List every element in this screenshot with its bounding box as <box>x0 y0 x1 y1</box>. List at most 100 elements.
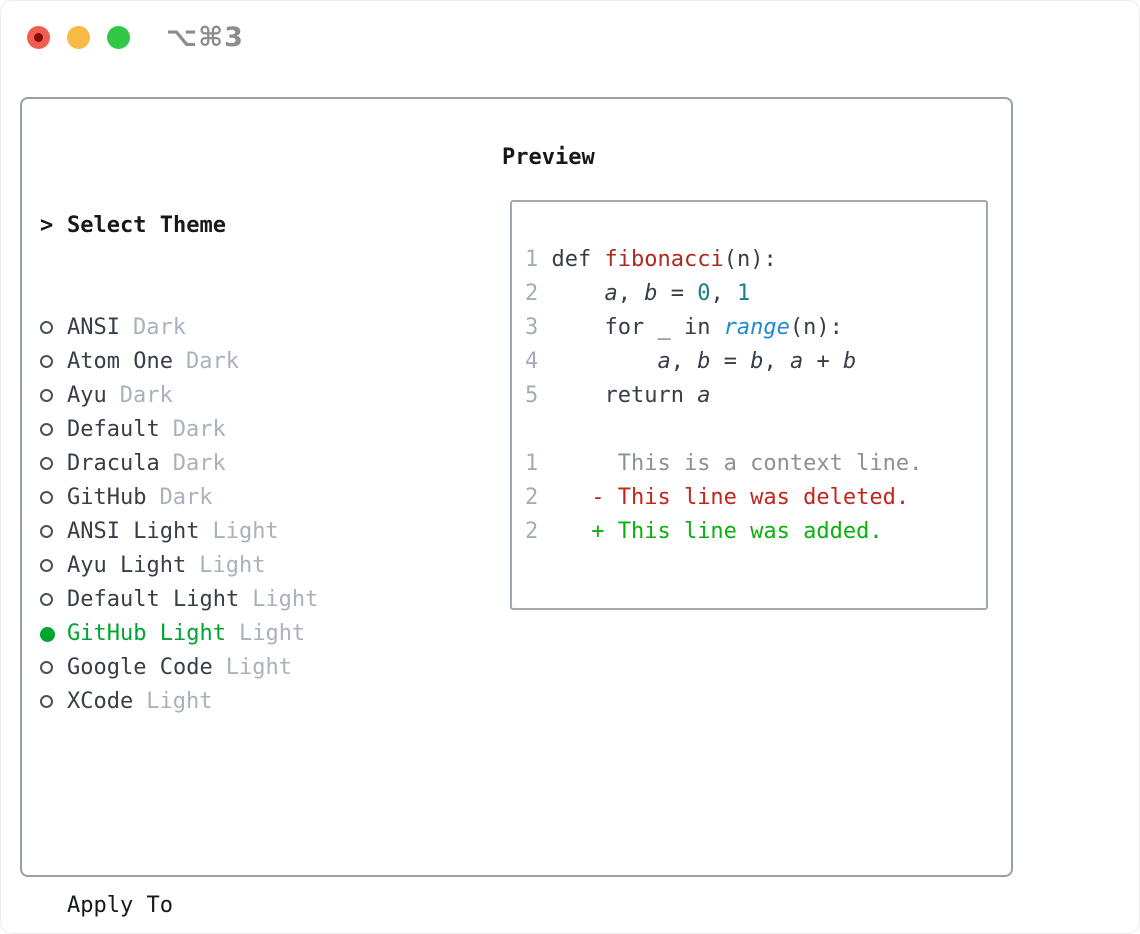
code-token: (n): <box>723 247 777 272</box>
theme-variant-tag: Dark <box>172 451 226 476</box>
radio-icon <box>40 685 67 719</box>
theme-variant-tag: Dark <box>132 315 186 340</box>
theme-list-item[interactable]: ANSI Light Light <box>40 515 411 549</box>
theme-variant-tag: Light <box>252 587 319 612</box>
code-token: a <box>604 281 618 306</box>
titlebar: ⌥⌘3 <box>0 0 1140 75</box>
radio-icon <box>40 345 67 379</box>
zoom-button[interactable] <box>107 26 130 49</box>
code-line: 5 return a <box>525 379 986 413</box>
preview-heading: Preview <box>502 145 595 170</box>
code-token: , <box>763 349 790 374</box>
theme-list-item[interactable]: Default Light Light <box>40 583 411 617</box>
theme-name: XCode <box>67 689 134 714</box>
code-token: + <box>803 349 843 374</box>
radio-icon <box>40 651 67 685</box>
theme-name: ANSI Light <box>67 519 200 544</box>
code-line: 4 a, b = b, a + b <box>525 345 986 379</box>
theme-variant-tag: Dark <box>185 349 239 374</box>
close-button[interactable] <box>27 26 50 49</box>
code-token: , <box>710 281 737 306</box>
radio-icon <box>40 447 67 481</box>
code-token <box>552 281 605 306</box>
code-token: = <box>710 349 751 374</box>
code-token: for _ in <box>551 315 724 340</box>
theme-variant-tag: Light <box>199 553 266 578</box>
code-token: + This line was added. <box>538 519 883 544</box>
theme-name: Google Code <box>67 655 213 680</box>
radio-shape <box>40 423 53 436</box>
theme-name: Atom One <box>67 349 173 374</box>
select-theme-label: Select Theme <box>67 213 226 238</box>
radio-icon <box>40 481 67 515</box>
code-token: b <box>842 349 857 374</box>
radio-shape <box>40 661 53 674</box>
code-token: a <box>657 349 671 374</box>
radio-selected-icon <box>40 617 67 651</box>
theme-variant-tag: Light <box>225 655 292 680</box>
apply-to-heading: Apply To <box>40 889 411 923</box>
code-token: This is a context line. <box>538 451 923 476</box>
code-token: = <box>657 281 698 306</box>
theme-variant-tag: Dark <box>119 383 173 408</box>
theme-list-item[interactable]: Atom One Dark <box>40 345 411 379</box>
code-token: b <box>750 349 764 374</box>
radio-shape <box>40 525 53 538</box>
theme-list-item[interactable]: GitHub Light Light <box>40 617 411 651</box>
theme-name: GitHub <box>67 485 147 510</box>
code-token: b <box>697 349 711 374</box>
unsaved-dot-icon <box>34 33 43 42</box>
code-token: 5 <box>525 383 552 408</box>
prompt-icon: > <box>40 213 54 238</box>
theme-list-item[interactable]: XCode Light <box>40 685 411 719</box>
select-theme-heading: > Select Theme <box>40 209 411 243</box>
code-token: (n): <box>789 315 843 340</box>
theme-variant-tag: Light <box>146 689 213 714</box>
code-token: 1 <box>525 451 539 476</box>
theme-variant-tag: Light <box>212 519 279 544</box>
theme-name: Ayu <box>67 383 107 408</box>
code-token: fibonacci <box>604 247 724 272</box>
radio-icon <box>40 515 67 549</box>
radio-icon <box>40 311 67 345</box>
theme-variant-tag: Dark <box>172 417 226 442</box>
code-line: 2 - This line was deleted. <box>525 481 986 515</box>
code-token: b <box>644 281 658 306</box>
code-line: 2 + This line was added. <box>525 515 986 549</box>
code-token: 1 <box>736 281 751 306</box>
code-token: 4 <box>525 349 552 374</box>
code-line: 1 This is a context line. <box>525 447 986 481</box>
code-line: 1 def fibonacci(n): <box>525 243 986 277</box>
theme-list-item[interactable]: ANSI Dark <box>40 311 411 345</box>
apply-to-label: Apply To <box>67 893 173 918</box>
radio-icon <box>40 583 67 617</box>
code-token: range <box>723 315 790 340</box>
code-token: 2 <box>525 281 552 306</box>
radio-icon <box>40 549 67 583</box>
theme-name: ANSI <box>67 315 120 340</box>
radio-shape <box>40 355 53 368</box>
theme-variant-tag: Light <box>238 621 306 646</box>
code-token <box>525 417 538 442</box>
theme-list-item[interactable]: Ayu Dark <box>40 379 411 413</box>
minimize-button[interactable] <box>67 26 90 49</box>
radio-shape <box>40 321 53 334</box>
code-token: a <box>789 349 804 374</box>
theme-name: GitHub Light <box>67 621 226 646</box>
theme-name: Default Light <box>67 587 240 612</box>
code-token: 2 <box>525 519 539 544</box>
spacer-row <box>40 787 411 821</box>
code-token: 0 <box>697 281 711 306</box>
theme-list-item[interactable]: Google Code Light <box>40 651 411 685</box>
code-token: , <box>617 281 645 306</box>
radio-shape <box>40 695 53 708</box>
code-token: return <box>551 383 698 408</box>
